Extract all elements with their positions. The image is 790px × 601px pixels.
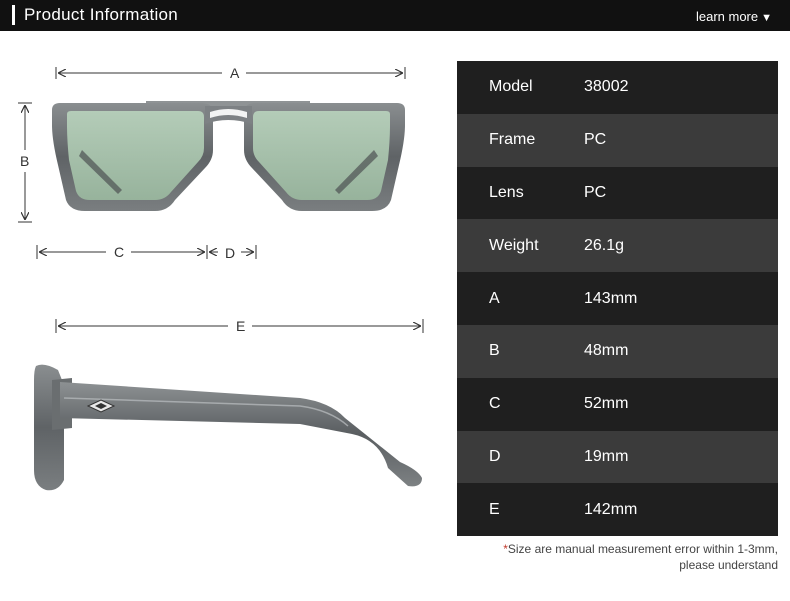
note-text-1: Size are manual measurement error within… (507, 542, 778, 556)
spec-row-c: C 52mm (457, 377, 778, 431)
spec-key: Lens (489, 183, 524, 201)
chevron-down-icon: ▼ (761, 12, 772, 24)
dimension-a-line (55, 67, 406, 79)
spec-row-frame: Frame PC (457, 113, 778, 167)
spec-key: Weight (489, 236, 539, 254)
spec-key: C (489, 395, 501, 413)
page-title: Product Information (24, 5, 179, 24)
dimension-c-d-line (36, 245, 257, 259)
glasses-side-view (34, 364, 422, 491)
dimension-label-d: D (222, 246, 239, 260)
dimension-label-b: B (17, 154, 33, 168)
spec-value: 38002 (584, 78, 629, 96)
spec-row-d: D 19mm (457, 430, 778, 484)
measurement-note: *Size are manual measurement error withi… (458, 541, 778, 573)
dimension-label-a: A (227, 66, 243, 80)
spec-key: B (489, 342, 500, 360)
spec-row-b: B 48mm (457, 324, 778, 378)
spec-value: 52mm (584, 395, 629, 413)
asterisk: * (503, 542, 508, 556)
glasses-front-view (52, 101, 405, 211)
dimension-e-line (55, 319, 424, 333)
spec-row-weight: Weight 26.1g (457, 219, 778, 273)
spec-key: Model (489, 78, 533, 96)
spec-row-a: A 143mm (457, 272, 778, 325)
spec-value: 19mm (584, 447, 629, 465)
measurement-note-line2: please understand (679, 558, 778, 572)
spec-key: Frame (489, 131, 536, 149)
dimension-label-c: C (111, 245, 128, 259)
dimension-label-e: E (233, 319, 249, 333)
learn-more-label: learn more (695, 9, 759, 24)
measurement-note-line1: *Size are manual measurement error withi… (458, 541, 778, 557)
spec-value: 48mm (584, 342, 629, 360)
header-bar: Product Information learn more▼ (0, 0, 790, 31)
spec-table: Model 38002 Frame PC Lens PC Weight 26.1… (457, 61, 778, 537)
spec-row-lens: Lens PC (457, 166, 778, 220)
spec-value: PC (584, 183, 607, 201)
spec-row-e: E 142mm (457, 483, 778, 537)
spec-key: D (489, 447, 501, 465)
spec-value: 142mm (584, 500, 638, 518)
dimension-b-line (18, 102, 32, 223)
spec-key: E (489, 500, 500, 518)
header-accent-bar (12, 5, 15, 25)
spec-value: PC (584, 131, 607, 149)
spec-value: 26.1g (584, 236, 625, 254)
spec-row-model: Model 38002 (457, 61, 778, 114)
spec-key: A (489, 289, 500, 307)
learn-more-link[interactable]: learn more▼ (696, 9, 772, 24)
spec-value: 143mm (584, 289, 638, 307)
